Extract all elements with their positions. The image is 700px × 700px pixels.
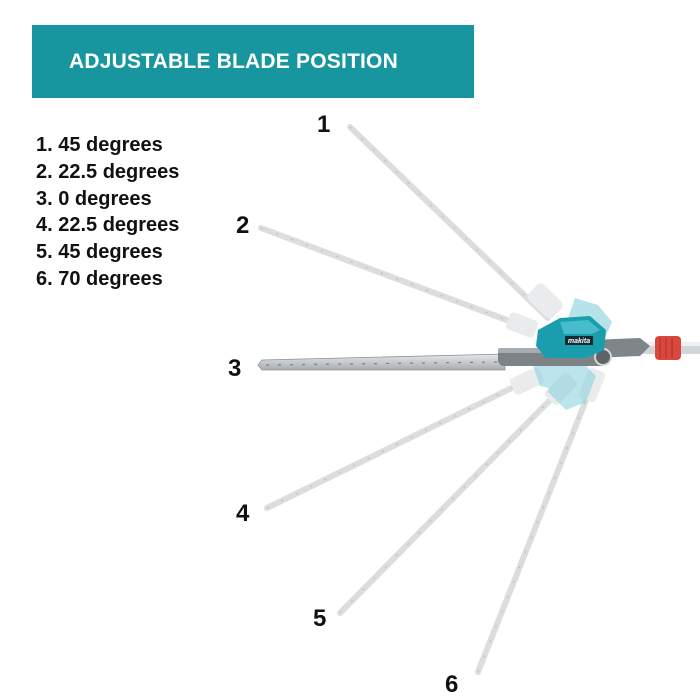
legend-item-5: 5. 45 degrees [36, 241, 163, 264]
legend-item-4: 4. 22.5 degrees [36, 214, 180, 237]
legend-item-1: 1. 45 degrees [36, 134, 163, 156]
position-number-3: 3 [228, 355, 241, 382]
brand-logo: makita [568, 338, 590, 345]
position-number-1: 1 [317, 111, 330, 138]
grip [655, 336, 681, 360]
motor-housing: makita [536, 316, 606, 358]
position-number-6: 6 [445, 671, 458, 698]
title-banner: ADJUSTABLE BLADE POSITION [32, 25, 474, 98]
tool-shaft [592, 336, 700, 360]
blade-position-4 [264, 367, 544, 511]
blade-position-2 [258, 225, 539, 338]
banner-title: ADJUSTABLE BLADE POSITION [69, 49, 398, 73]
legend-item-6: 6. 70 degrees [36, 267, 163, 290]
legend-item-2: 2. 22.5 degrees [36, 160, 180, 183]
position-number-2: 2 [236, 212, 249, 239]
blade-position-6 [475, 368, 606, 675]
position-number-5: 5 [313, 605, 326, 632]
blade-position-5 [337, 372, 578, 616]
position-number-4: 4 [236, 500, 250, 527]
angle-legend: 1. 45 degrees 2. 22.5 degrees 3. 0 degre… [36, 132, 179, 293]
legend-item-3: 3. 0 degrees [36, 187, 152, 210]
